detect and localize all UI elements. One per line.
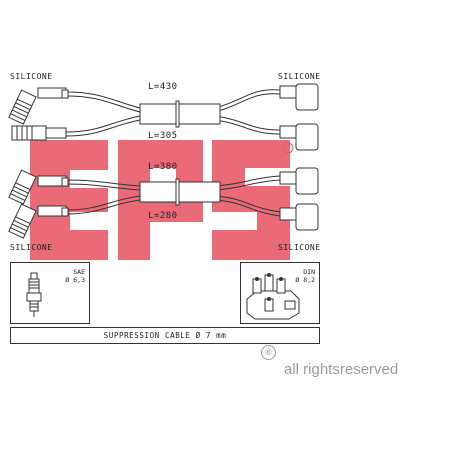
silicone-label-bottom-left: SILICONE xyxy=(10,243,53,252)
registered-mark: ® xyxy=(261,345,276,360)
cable-length-4: L=280 xyxy=(148,211,178,221)
cable-length-3: L=380 xyxy=(148,162,178,172)
rights-reserved-text: all rightsreserved xyxy=(284,361,399,378)
cable-length-1: L=430 xyxy=(148,82,178,92)
suppression-cable-spec: SUPPRESSION CABLE Ø 7 mm xyxy=(10,327,320,344)
cable-length-2: L=305 xyxy=(148,131,178,141)
spark-plug-icon xyxy=(26,272,42,317)
coil-diameter: Ø 8,2 xyxy=(295,276,315,284)
coil-standard: DIN xyxy=(303,268,315,276)
ignition-coil-detail-box: DIN Ø 8,2 xyxy=(240,262,320,324)
ignition-coil-icon xyxy=(246,273,300,320)
silicone-label-bottom-right: SILICONE xyxy=(278,243,321,252)
spark-plug-diameter: Ø 6,3 xyxy=(65,276,85,284)
spark-plug-standard: SAE xyxy=(73,268,85,276)
silicone-label-top-right: SILICONE xyxy=(278,72,321,81)
spark-plug-detail-box: SAE Ø 6,3 xyxy=(10,262,90,324)
silicone-label-top-left: SILICONE xyxy=(10,72,53,81)
